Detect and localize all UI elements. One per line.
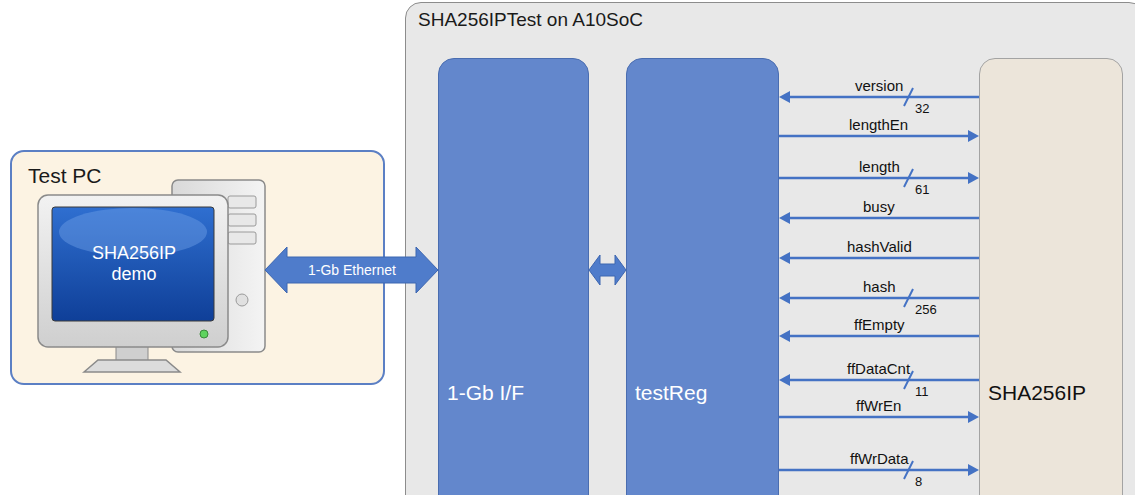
node-label: SHA256IPTest on A10SoC bbox=[418, 9, 643, 31]
signal-name: ffDataCnt bbox=[847, 360, 910, 377]
bus-width: 32 bbox=[915, 102, 929, 117]
register-block: testReg bbox=[626, 58, 779, 495]
node-label: testReg bbox=[635, 381, 707, 405]
bus-width: 11 bbox=[915, 385, 929, 400]
signal-name: busy bbox=[863, 198, 895, 215]
bus-slash bbox=[904, 88, 913, 106]
bus-slash bbox=[904, 169, 913, 187]
node-label: 1-Gb I/F bbox=[447, 381, 524, 405]
bus-slash bbox=[904, 289, 913, 307]
node-label: SHA256IP demo bbox=[84, 243, 184, 284]
signal-name: length bbox=[859, 158, 900, 175]
screen-text: SHA256IP demo bbox=[82, 224, 186, 304]
connector bbox=[589, 255, 626, 285]
node-label: Test PC bbox=[28, 164, 102, 188]
signal-name: ffWrData bbox=[850, 450, 909, 467]
fpga-board: SHA256IPTest on A10SoC 1-Gb I/F testReg SHA… bbox=[405, 2, 1135, 495]
interface-block: 1-Gb I/F bbox=[438, 58, 589, 495]
ip-core-block: SHA256IP bbox=[979, 58, 1123, 495]
signal-name: ffWrEn bbox=[856, 397, 901, 414]
connector bbox=[265, 247, 438, 293]
signal-name: version bbox=[855, 77, 903, 94]
bus-width: 61 bbox=[915, 183, 929, 198]
bus-width: 8 bbox=[915, 475, 922, 490]
signal-name: hash bbox=[863, 278, 896, 295]
bus-width: 256 bbox=[915, 303, 937, 318]
node-label: SHA256IP bbox=[988, 381, 1086, 405]
link-label: 1-Gb Ethernet bbox=[308, 262, 396, 278]
signal-name: lengthEn bbox=[849, 116, 908, 133]
signal-name: hashValid bbox=[847, 238, 912, 255]
signal-name: ffEmpty bbox=[854, 316, 905, 333]
